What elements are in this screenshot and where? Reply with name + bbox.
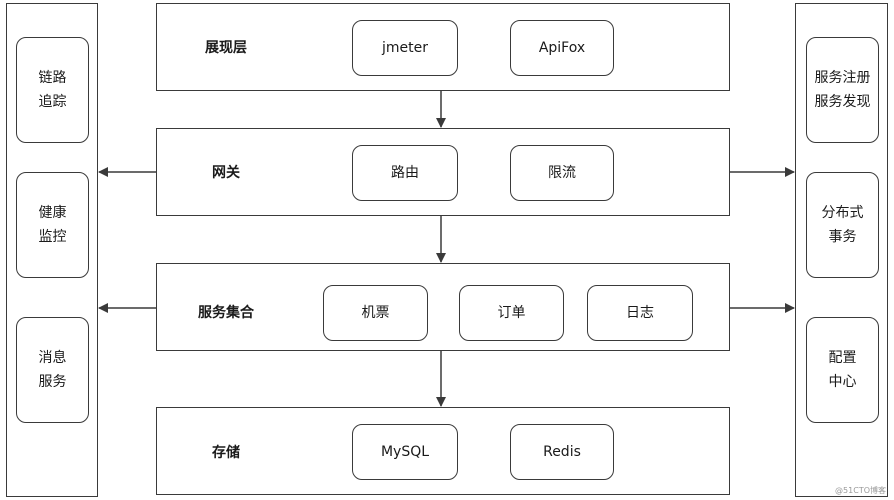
routing-box: 路由 [352, 145, 458, 201]
presentation-layer-title: 展现层 [205, 40, 247, 56]
config-center-box: 配置 中心 [806, 317, 879, 423]
routing-label: 路由 [391, 164, 419, 181]
redis-label: Redis [543, 443, 581, 460]
log-service-label: 日志 [626, 304, 654, 321]
ticket-service-box: 机票 [323, 285, 428, 341]
apifox-label: ApiFox [538, 39, 586, 56]
config-center-label: 配置 中心 [828, 349, 857, 391]
gateway-layer-title: 网关 [212, 165, 240, 181]
tracing-box: 链路 追踪 [16, 37, 89, 143]
message-service-label: 消息 服务 [38, 349, 67, 391]
watermark: @51CTO博客 [835, 486, 886, 495]
rate-limit-box: 限流 [510, 145, 614, 201]
rate-limit-label: 限流 [548, 164, 576, 181]
tracing-label: 链路 追踪 [38, 69, 67, 111]
ticket-service-label: 机票 [361, 304, 390, 321]
apifox-box: ApiFox [510, 20, 614, 76]
service-discovery-label: 服务注册 服务发现 [814, 69, 871, 111]
storage-layer-title: 存储 [212, 445, 240, 461]
log-service-box: 日志 [587, 285, 693, 341]
message-service-box: 消息 服务 [16, 317, 89, 423]
jmeter-label: jmeter [382, 39, 428, 56]
jmeter-box: jmeter [352, 20, 458, 76]
services-layer-title: 服务集合 [198, 305, 254, 321]
health-monitor-box: 健康 监控 [16, 172, 89, 278]
order-service-box: 订单 [459, 285, 564, 341]
distributed-transaction-box: 分布式 事务 [806, 172, 879, 278]
order-service-label: 订单 [497, 304, 526, 321]
distributed-transaction-label: 分布式 事务 [821, 204, 864, 246]
redis-box: Redis [510, 424, 614, 480]
mysql-label: MySQL [380, 443, 430, 460]
health-monitor-label: 健康 监控 [38, 204, 67, 246]
service-discovery-box: 服务注册 服务发现 [806, 37, 879, 143]
mysql-box: MySQL [352, 424, 458, 480]
